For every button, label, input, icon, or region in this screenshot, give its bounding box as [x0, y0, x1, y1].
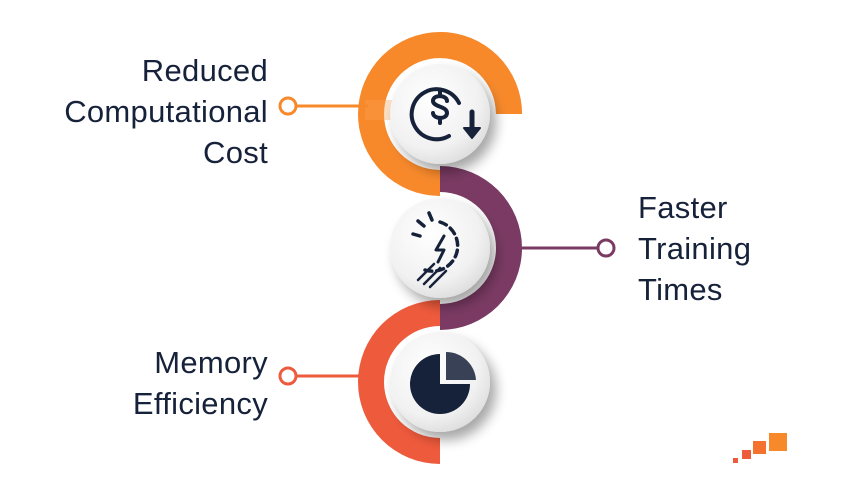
- benefit-label-line: Memory: [154, 345, 268, 380]
- benefit-label-cost: Reduced Computational Cost: [20, 50, 268, 173]
- dollar-down-icon: [409, 87, 481, 142]
- ring-segment-memory: [358, 300, 440, 464]
- connector-faster: [522, 238, 616, 258]
- connector-memory: [278, 366, 368, 386]
- benefit-label-memory: Memory Efficiency: [20, 342, 268, 424]
- icon-circle-cost: [390, 64, 490, 164]
- lightning-speed-icon: [411, 211, 460, 289]
- ring-segment-cost: [358, 32, 522, 196]
- benefit-label-line: Cost: [203, 135, 268, 170]
- ring-segment-faster: [440, 166, 522, 330]
- benefit-label-line: Training: [638, 231, 752, 266]
- benefit-label-line: Efficiency: [132, 386, 268, 421]
- benefit-label-line: Reduced: [141, 53, 268, 88]
- brand-logo-icon: [733, 433, 787, 463]
- benefit-label-line: Faster: [638, 190, 728, 225]
- benefit-label-line: Computational: [64, 94, 268, 129]
- connector-cost: [278, 96, 368, 116]
- icon-circle-faster: [390, 198, 490, 298]
- benefit-label-faster: Faster Training Times: [638, 187, 838, 310]
- pie-chart-icon: [410, 351, 476, 414]
- benefit-label-line: Times: [638, 272, 723, 307]
